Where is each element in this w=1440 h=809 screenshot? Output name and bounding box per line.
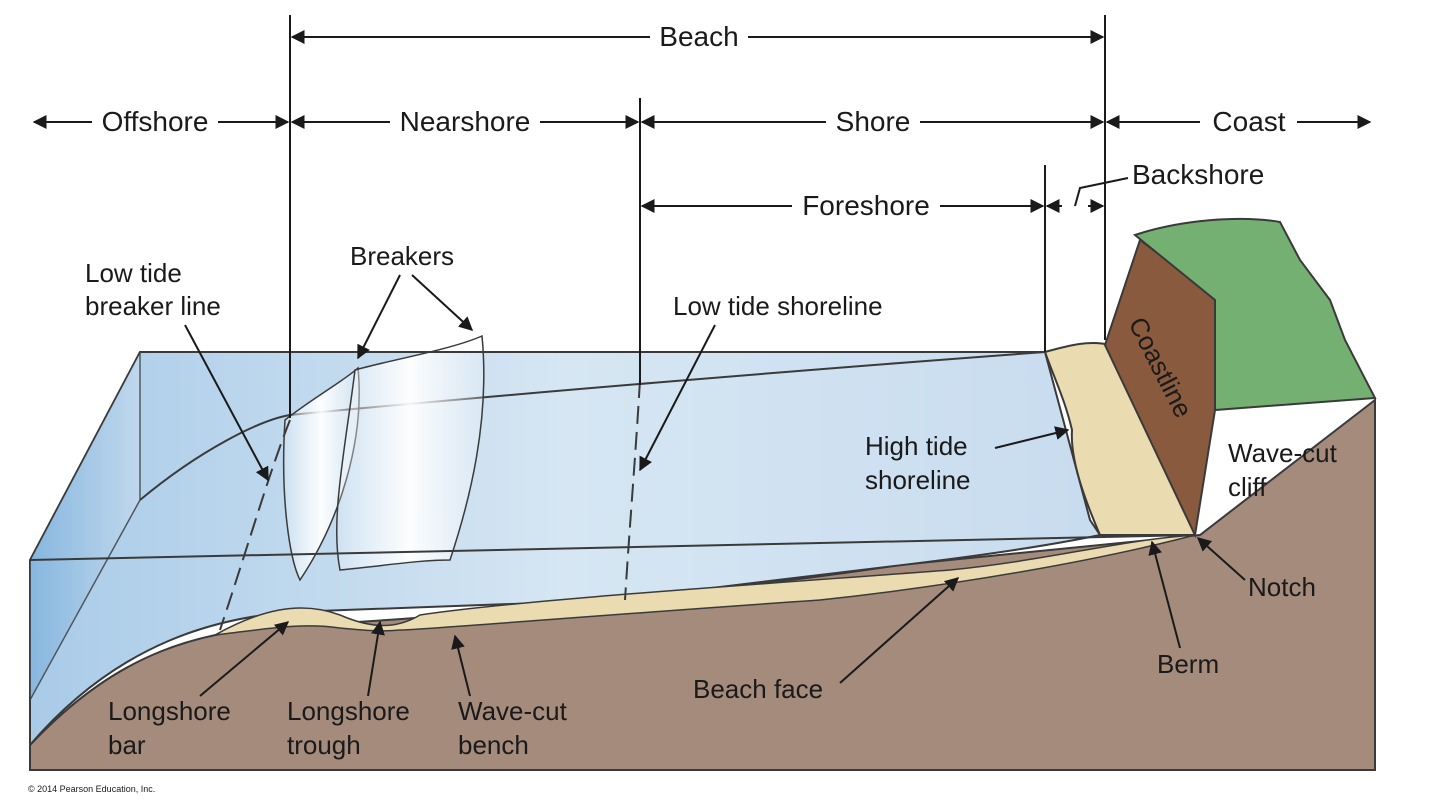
breakers-label: Breakers [350, 241, 454, 271]
feature-labels: Low tide breaker line Breakers Low tide … [28, 241, 1338, 794]
wave-cut-bench-label-1: Wave-cut [458, 696, 568, 726]
longshore-bar-label-1: Longshore [108, 696, 231, 726]
longshore-trough-label-1: Longshore [287, 696, 410, 726]
notch-label: Notch [1248, 572, 1316, 602]
wave-cut-bench-leader [451, 634, 471, 697]
beach-sand [1043, 342, 1197, 536]
water-level-front [29, 534, 1196, 561]
backshore-leader [1074, 177, 1129, 207]
breakers-leader-1 [357, 274, 401, 360]
low-tide-shoreline-line [624, 379, 641, 601]
wave-cut-cliff-label-2: cliff [1228, 472, 1267, 502]
longshore-trough-leader [367, 620, 385, 697]
copyright-credit: © 2014 Pearson Education, Inc. [28, 784, 155, 794]
nearshore-label: Nearshore [400, 106, 531, 137]
foreshore-label: Foreshore [802, 190, 930, 221]
high-tide-label-1: High tide [865, 431, 968, 461]
zone-guides [289, 15, 1106, 418]
high-tide-leader [994, 426, 1070, 449]
zone-dimensions: Beach Offshore Nearshore Shore Coast For… [32, 21, 1372, 221]
high-tide-label-2: shoreline [865, 465, 971, 495]
backshore-label: Backshore [1132, 159, 1264, 190]
beach-label: Beach [659, 21, 738, 52]
longshore-bar-leader [199, 621, 290, 697]
notch-leader [1196, 537, 1246, 581]
berm-leader [1148, 540, 1181, 649]
shore-label: Shore [836, 106, 911, 137]
beach-face-label: Beach face [693, 674, 823, 704]
low-tide-breaker-leader [184, 324, 269, 482]
longshore-trough-label-2: trough [287, 730, 361, 760]
low-tide-breaker-label-2: breaker line [85, 291, 221, 321]
low-tide-shoreline-label: Low tide shoreline [673, 291, 883, 321]
coast-label: Coast [1212, 106, 1285, 137]
beach-face-leader [839, 577, 960, 684]
low-tide-breaker-line [219, 419, 291, 631]
offshore-label: Offshore [102, 106, 209, 137]
berm-label: Berm [1157, 649, 1219, 679]
wave-cut-bench-label-2: bench [458, 730, 529, 760]
low-tide-shoreline-leader [639, 324, 716, 472]
longshore-bar-label-2: bar [108, 730, 146, 760]
terrain-block [29, 217, 1377, 771]
grass-top [1132, 217, 1377, 412]
low-tide-breaker-label-1: Low tide [85, 258, 182, 288]
breaker-wave-2 [336, 334, 485, 571]
breakers-leader-2 [411, 274, 474, 331]
wave-cut-cliff-label-1: Wave-cut [1228, 438, 1338, 468]
